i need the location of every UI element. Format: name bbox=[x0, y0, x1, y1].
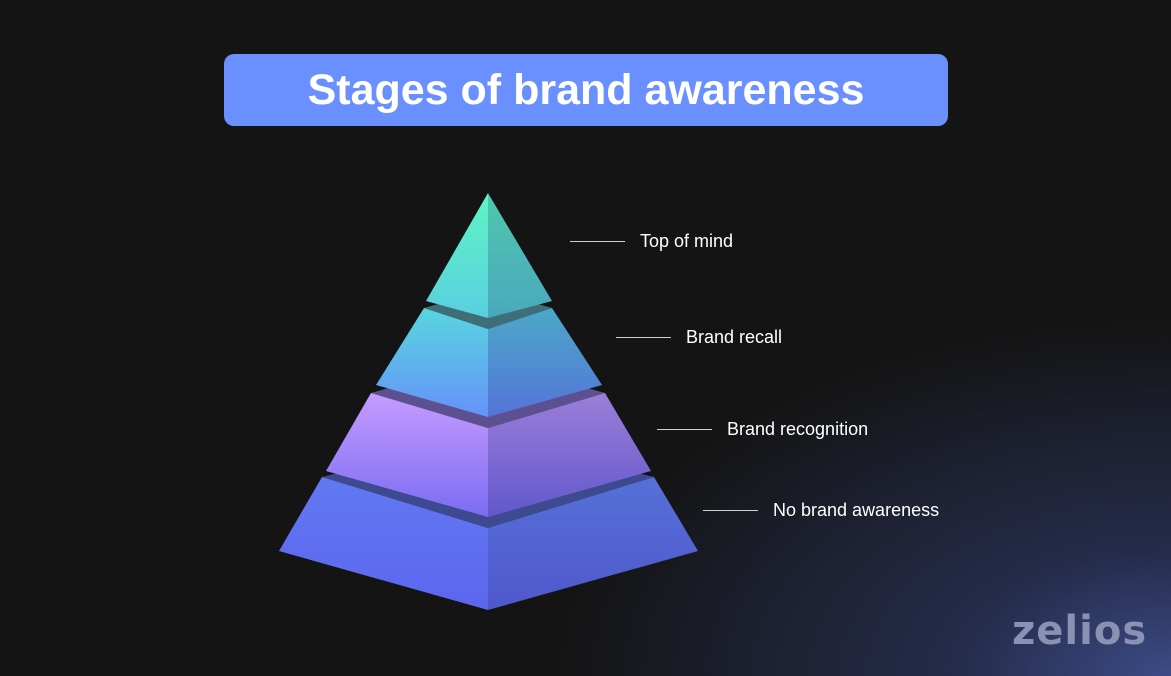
connector-line bbox=[703, 509, 758, 511]
tier-top-of-mind bbox=[426, 193, 552, 318]
connector-line bbox=[616, 336, 671, 338]
connector-line bbox=[570, 240, 625, 242]
title-banner: Stages of brand awareness bbox=[224, 54, 948, 126]
connector-line bbox=[657, 428, 712, 430]
label-top-of-mind: Top of mind bbox=[570, 229, 733, 253]
label-no-brand-awareness: No brand awareness bbox=[703, 498, 939, 522]
label-text: No brand awareness bbox=[773, 499, 940, 520]
label-brand-recall: Brand recall bbox=[616, 325, 782, 349]
label-text: Brand recognition bbox=[727, 418, 869, 439]
zelios-logo: zelios bbox=[1012, 608, 1148, 654]
page-title: Stages of brand awareness bbox=[307, 65, 865, 114]
label-brand-recognition: Brand recognition bbox=[657, 417, 868, 441]
label-text: Top of mind bbox=[640, 230, 734, 251]
label-text: Brand recall bbox=[686, 326, 783, 347]
